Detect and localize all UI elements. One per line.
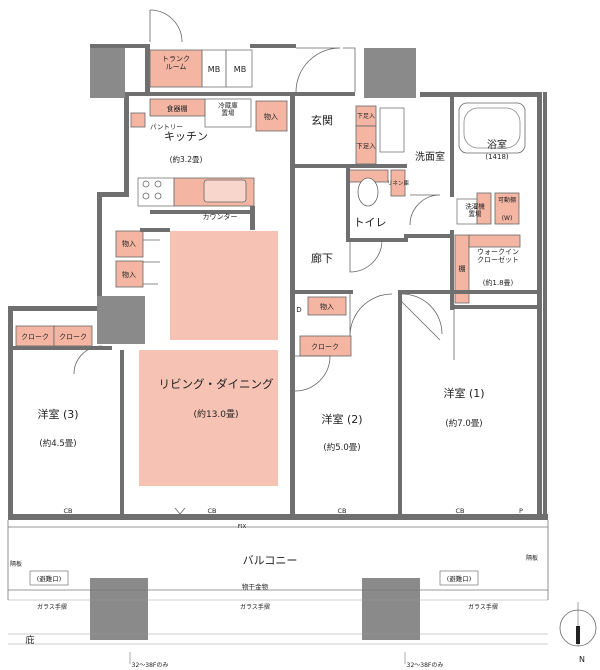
label-north: N [579, 655, 585, 664]
label-partition-left: 隔板 [10, 560, 22, 568]
pillar-bottom-left [90, 578, 148, 640]
label-eave: 庇 [25, 634, 34, 646]
label-cb4: CB [456, 507, 465, 515]
label-wic: ウォークインクローゼット [477, 248, 519, 264]
label-cb1: CB [64, 507, 73, 515]
label-washroom: 洗面室 [415, 150, 445, 163]
label-hallway: 廊下 [311, 251, 333, 265]
entrance-frame [379, 107, 405, 153]
label-storage-b: 物入 [122, 270, 136, 279]
label-p-mark: P [519, 507, 523, 515]
label-partition-right: 隔板 [526, 554, 538, 562]
pillar-top-left [90, 48, 125, 98]
pantry-box [130, 112, 146, 128]
stove-burners [142, 180, 162, 200]
label-balcony: バルコニー [243, 554, 298, 567]
label-storage-hall: 物入 [320, 302, 334, 311]
storage-a-box [115, 230, 144, 258]
label-shoe-box2: 下足入 [356, 142, 376, 150]
living-fill-upper [170, 231, 278, 340]
label-cb2: CB [208, 507, 217, 515]
label-closet-2: クローク [311, 343, 339, 351]
label-closet-3a: クローク [21, 333, 49, 341]
linen-box [390, 169, 406, 197]
storage-hall-box [307, 296, 347, 316]
wic-top-box [468, 234, 521, 248]
pillar-bottom-right [362, 578, 420, 640]
label-linen: リネン庫 [387, 179, 410, 187]
mb2-box [225, 49, 253, 88]
pillar-top-right [364, 48, 416, 98]
trunk-room-box [149, 49, 203, 88]
label-shoe-box1: 下足入 [357, 113, 375, 120]
label-floors-note-2: 32～38Fのみ [407, 662, 444, 669]
label-bath-size: (1418) [485, 153, 509, 161]
label-drying-hardware: 物干金物 [242, 582, 269, 591]
fridge-box [204, 98, 252, 128]
label-shelf-mark: 棚 [459, 264, 466, 273]
north-arrow [559, 602, 597, 647]
label-movable-shelf: 可動棚 [498, 196, 516, 204]
toilet-bowl [357, 177, 379, 207]
label-mb1: MB [208, 65, 220, 74]
label-room3: 洋室 (3) [37, 407, 78, 421]
label-glass-rail-1: ガラス手摺 [37, 603, 67, 611]
label-toilet: トイレ [354, 216, 387, 229]
label-fix: FIX [238, 524, 247, 530]
label-kitchen-size: (約3.2畳) [170, 154, 203, 164]
label-hatch-right: (避難口) [447, 574, 472, 583]
stove-box [137, 177, 175, 207]
label-wic-size: (約1.8畳) [483, 278, 514, 287]
label-hatch-left: (避難口) [37, 574, 62, 583]
pillar-mid-left [97, 296, 145, 344]
label-mb2: MB [234, 65, 246, 74]
label-pantry-shelf: 食器棚 [167, 104, 188, 113]
kitchen-storage-box [255, 100, 288, 132]
label-living: リビング・ダイニング [159, 377, 274, 391]
label-d-mark: D [296, 306, 301, 314]
label-kitchen: キッチン [164, 130, 208, 143]
movable-shelf-box [494, 192, 520, 225]
label-room1: 洋室 (1) [443, 386, 484, 400]
sink [203, 179, 247, 203]
label-entrance: 玄関 [311, 113, 333, 127]
label-storage-a: 物入 [122, 239, 136, 248]
label-laundry: 洗濯機置場 [465, 201, 485, 217]
label-room2-size: (約5.0畳) [323, 442, 360, 453]
label-movable-shelf-w: (W) [502, 215, 513, 222]
storage-b-box [115, 260, 144, 288]
label-room2: 洋室 (2) [321, 412, 362, 426]
label-fridge: 冷蔵庫置場 [218, 100, 238, 116]
label-pantry: パントリー [150, 123, 183, 131]
label-room3-size: (約4.5畳) [39, 438, 76, 449]
laundry-shelf-box [476, 192, 492, 225]
living-fill-lower [139, 350, 278, 486]
label-glass-rail-3: ガラス手摺 [468, 603, 498, 611]
balcony-area [7, 507, 549, 664]
wic-shelf-box [454, 234, 470, 304]
label-glass-rail-2: ガラス手摺 [240, 603, 270, 611]
label-bath: 浴室 [487, 138, 507, 151]
label-trunk-room: トランクルーム [162, 55, 190, 71]
label-room1-size: (約7.0畳) [445, 418, 482, 429]
label-cb3: CB [338, 507, 347, 515]
label-counter: カウンター [203, 212, 238, 221]
bathtub-inner [463, 107, 521, 149]
label-living-size: (約13.0畳) [193, 408, 238, 420]
walls [8, 44, 548, 520]
door-swings [73, 9, 455, 392]
label-kitchen-storage: 物入 [264, 112, 278, 121]
label-floors-note-1: 32～38Fのみ [132, 662, 169, 669]
label-closet-3b: クローク [59, 333, 87, 341]
